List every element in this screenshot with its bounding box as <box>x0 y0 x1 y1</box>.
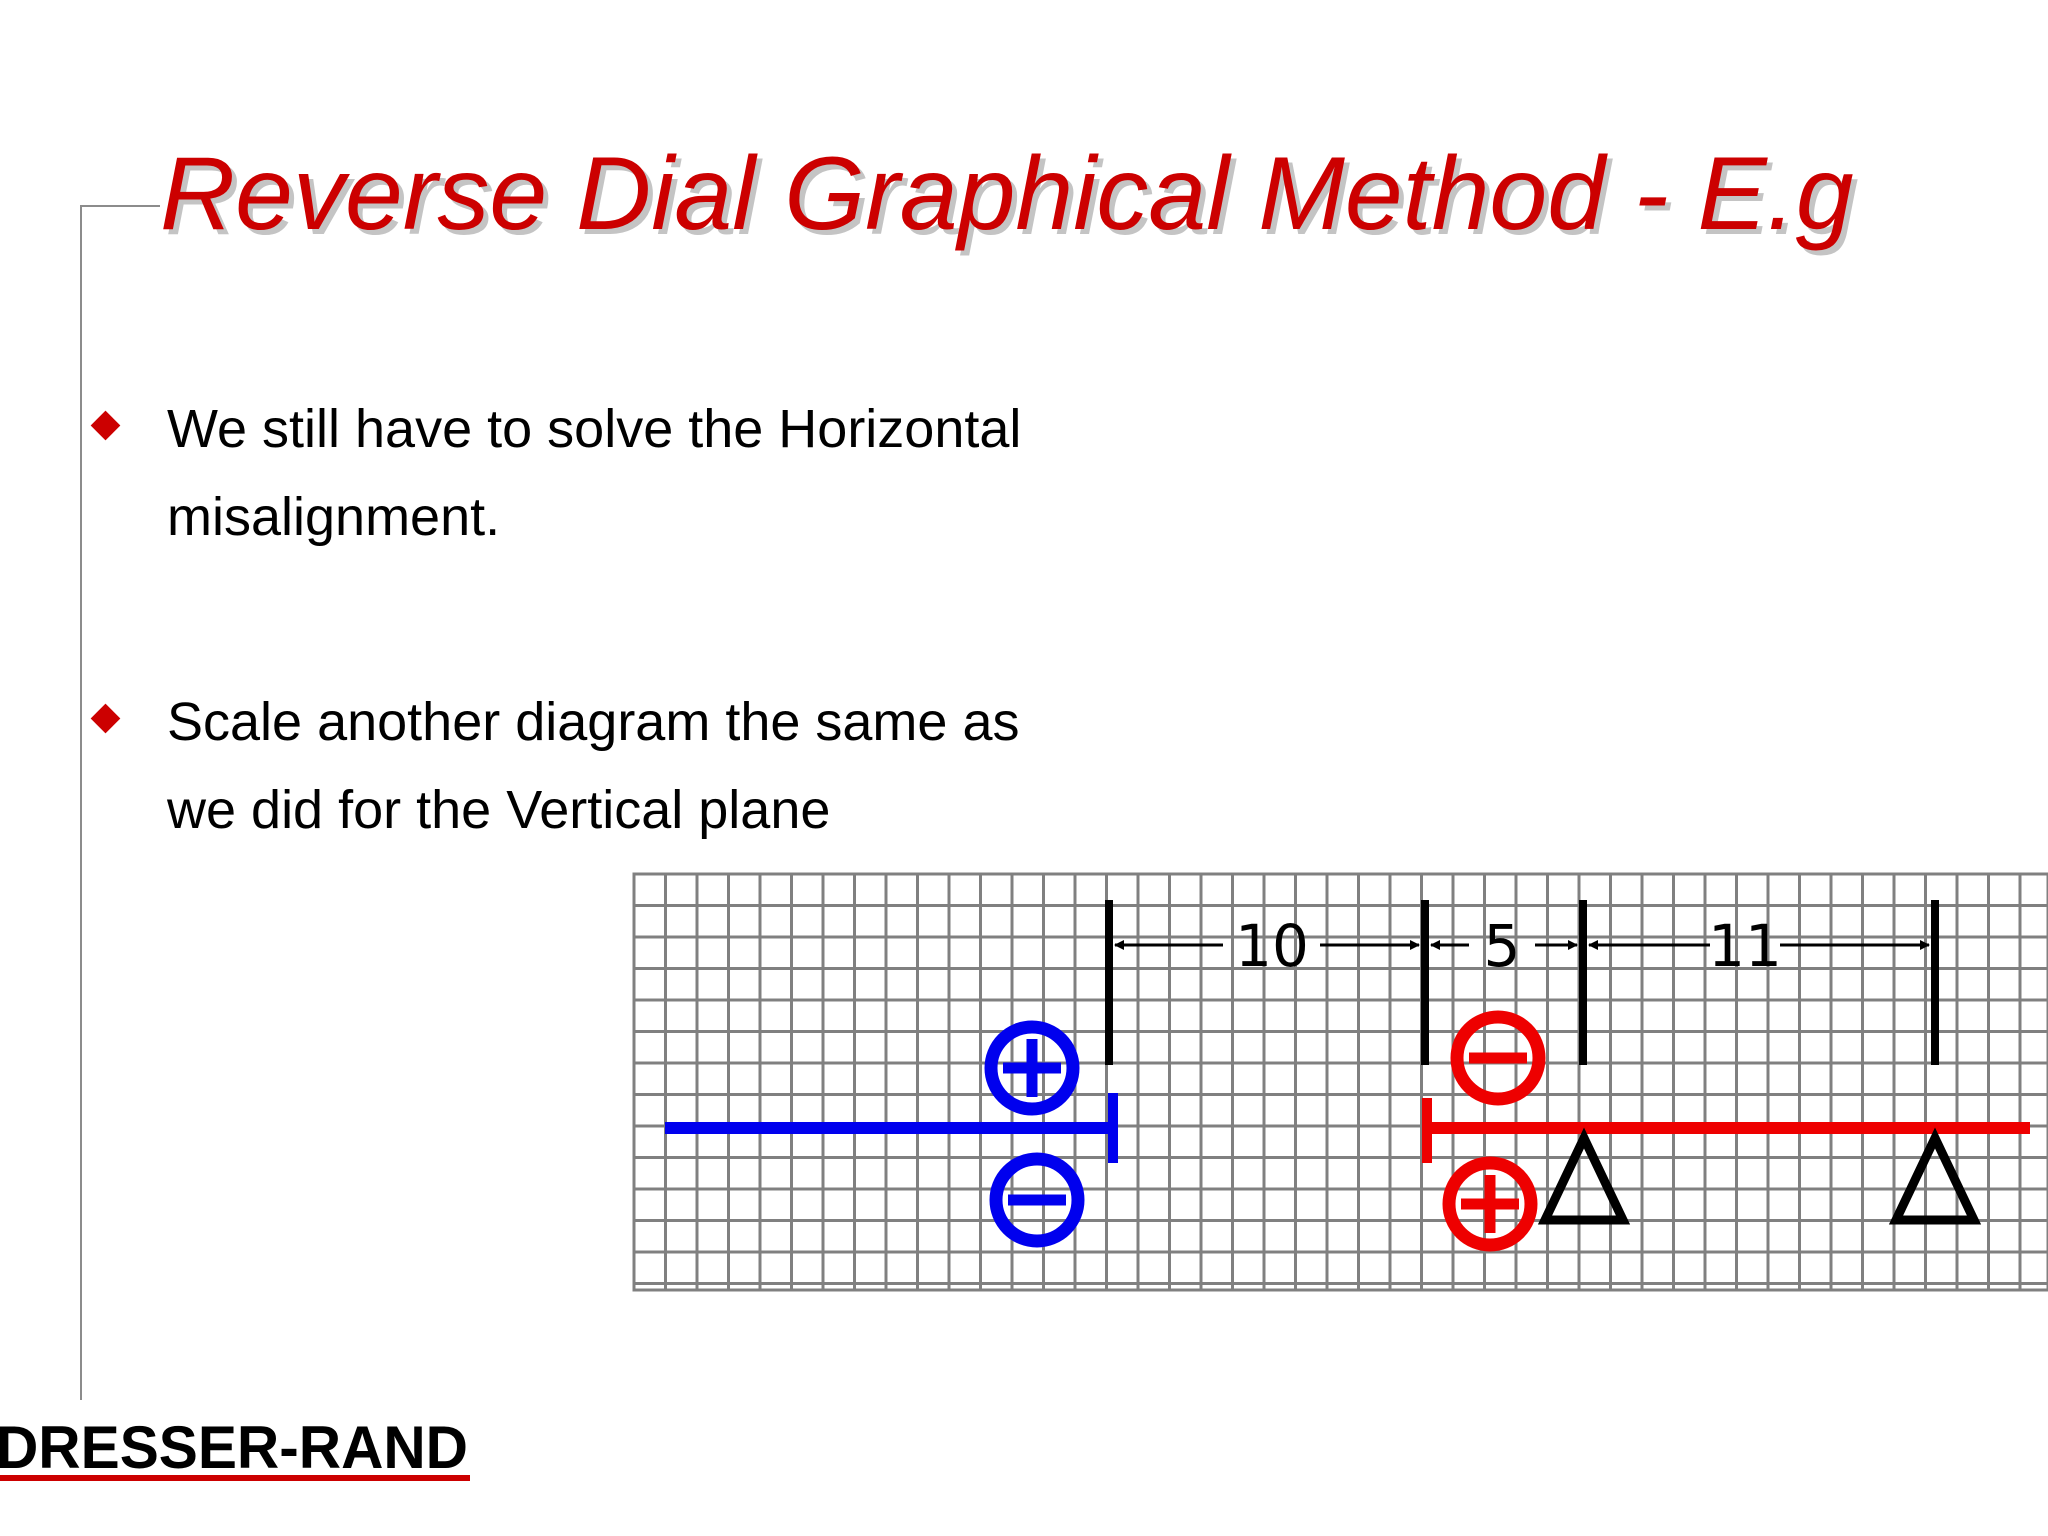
minus-circle-icon <box>989 1152 1085 1248</box>
dimension-label: 10 <box>1235 912 1309 980</box>
logo-underline <box>0 1475 470 1481</box>
bullet-text: We still have to solve the Horizontal mi… <box>167 385 1167 561</box>
reference-lines <box>1105 900 1939 1065</box>
triangle-icon <box>1537 1127 1631 1225</box>
slide-title: Reverse Dial Graphical Method - E.g <box>160 136 1854 252</box>
alignment-diagram: 10 5 11 <box>632 872 2048 1292</box>
frame-line-top <box>80 205 160 207</box>
bullet-line: Scale another diagram the same as <box>167 692 1020 752</box>
bullet-line: misalignment. <box>167 487 501 547</box>
red-shaft-group <box>1422 1010 2030 1252</box>
triangle-icon <box>1888 1127 1982 1225</box>
dresser-rand-logo: DRESSER-RAND <box>0 1420 470 1481</box>
logo-text: DRESSER-RAND <box>0 1420 468 1481</box>
blue-shaft-group <box>665 1020 1118 1248</box>
grid-paper <box>632 872 2048 1292</box>
dimension-labels: 10 5 11 <box>1235 912 1782 980</box>
bullet-line: we did for the Vertical plane <box>167 780 831 840</box>
dimension-label: 11 <box>1708 912 1782 980</box>
frame-line-left <box>80 205 82 1400</box>
plus-circle-icon <box>984 1020 1080 1116</box>
dimension-label: 5 <box>1484 912 1521 980</box>
plus-circle-icon <box>1442 1156 1538 1252</box>
support-markers <box>1537 1127 1982 1225</box>
bullet-line: We still have to solve the Horizontal <box>167 399 1022 459</box>
bullet-text: Scale another diagram the same as we did… <box>167 678 1167 854</box>
diamond-bullet-icon <box>90 410 121 441</box>
diamond-bullet-icon <box>90 703 121 734</box>
minus-circle-icon <box>1450 1010 1546 1106</box>
